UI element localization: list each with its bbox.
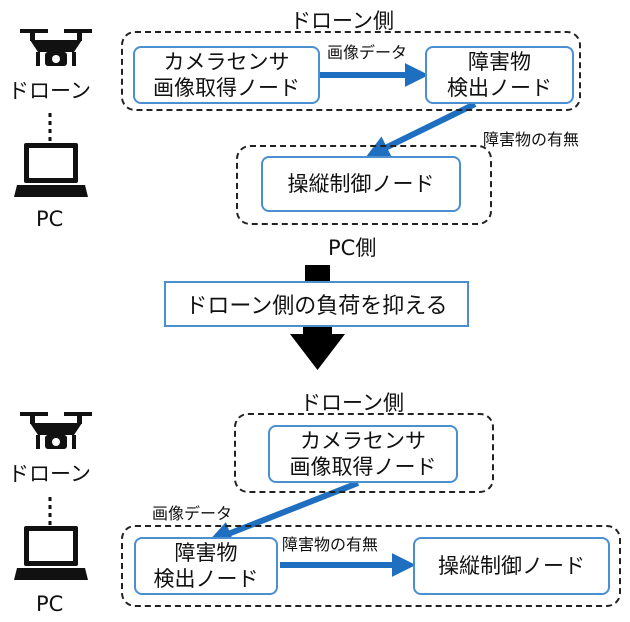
node-line: カメラセンサ	[163, 50, 290, 74]
node-line: 操縦制御ノード	[438, 554, 585, 578]
top-pc-group	[236, 145, 492, 225]
bottom-edge-image-label: 画像データ	[152, 504, 233, 523]
summary-banner-text: ドローン側の負荷を抑える	[185, 294, 448, 319]
bottom-drone-group	[234, 413, 494, 493]
node-line: 障害物	[174, 541, 238, 565]
drone-label-top: ドローン	[8, 79, 91, 103]
bottom-pc-group	[121, 525, 621, 607]
bottom-control-node: 操縦制御ノード	[413, 537, 610, 595]
summary-banner: ドローン側の負荷を抑える	[164, 281, 469, 327]
bottom-camera-node: カメラセンサ 画像取得ノード	[268, 425, 458, 483]
node-line: 検出ノード	[447, 76, 552, 100]
top-edge-image-label: 画像データ	[327, 43, 408, 62]
pc-label-top: PC	[36, 207, 64, 231]
bottom-obstacle-node: 障害物 検出ノード	[134, 537, 278, 595]
node-line: 画像取得ノード	[289, 455, 437, 479]
arrow-top-obstacle	[365, 101, 477, 158]
top-edge-obstacle-label: 障害物の有無	[483, 130, 580, 149]
top-obstacle-node: 障害物 検出ノード	[425, 46, 574, 104]
bottom-edge-obstacle-label: 障害物の有無	[282, 535, 379, 554]
top-camera-node: カメラセンサ 画像取得ノード	[133, 46, 320, 104]
node-line: 操縦制御ノード	[287, 172, 435, 196]
node-line: 画像取得ノード	[153, 76, 300, 100]
node-line: 検出ノード	[153, 567, 259, 591]
top-pc-group-title: PC側	[328, 236, 377, 260]
bottom-drone-group-title: ドローン側	[300, 391, 404, 415]
node-line: カメラセンサ	[300, 429, 426, 453]
pc-label-bottom: PC	[36, 592, 64, 616]
top-drone-group	[121, 31, 581, 111]
drone-label-bottom: ドローン	[8, 462, 91, 486]
top-drone-group-title: ドローン側	[290, 9, 394, 33]
node-line: 障害物	[468, 50, 531, 74]
top-control-node: 操縦制御ノード	[261, 156, 461, 212]
